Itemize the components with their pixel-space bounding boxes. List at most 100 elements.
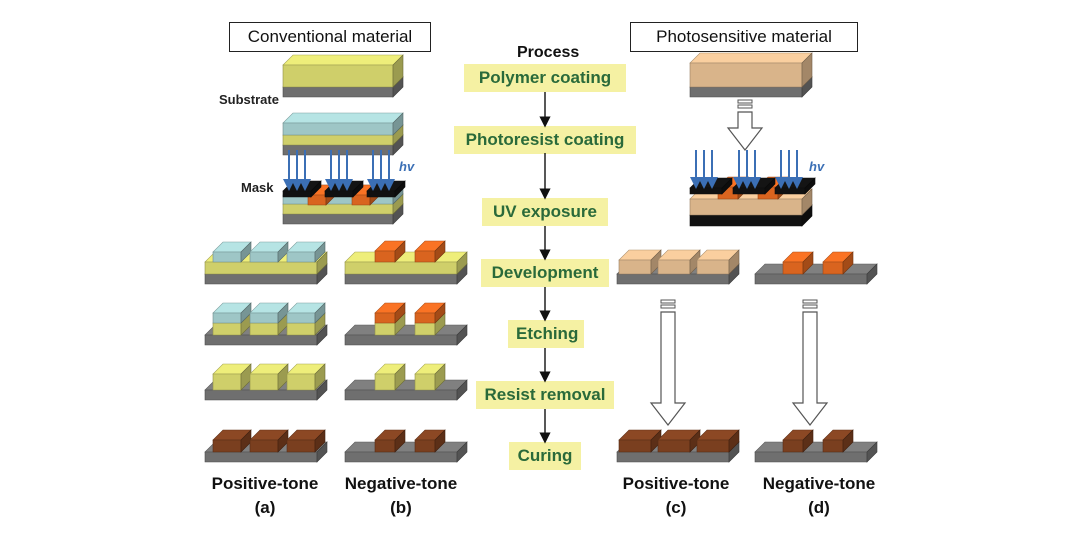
photosensitive-feature [696, 249, 740, 275]
block-side-face [394, 240, 406, 263]
block-front-face [286, 373, 316, 391]
block-top-face [344, 379, 468, 391]
step-curing: Curing [509, 442, 581, 470]
block-front-face [282, 203, 394, 215]
block-side-face [802, 251, 814, 275]
cured-feature [657, 429, 701, 453]
block-front-face [732, 187, 766, 195]
block-front-face [286, 322, 316, 336]
arrow-tail-dash [802, 299, 818, 304]
block-front-face [282, 213, 394, 225]
ps-substrate-stack [689, 52, 813, 98]
block-side-face [392, 54, 404, 88]
block-front-face [212, 322, 242, 336]
mask-label: Mask [241, 180, 274, 195]
c-hollow-arrow [649, 299, 687, 426]
polymer-feature [374, 363, 406, 391]
block-side-face [314, 429, 326, 453]
block-front-face [204, 451, 318, 463]
block-side-face [434, 363, 446, 391]
cured-feature [782, 429, 814, 453]
block-side-face [842, 429, 854, 453]
block-side-face [866, 263, 878, 285]
step-uv-exposure: UV exposure [482, 198, 608, 226]
block-top-face [754, 263, 878, 275]
polymer-feature [212, 363, 252, 391]
block-front-face [249, 322, 279, 336]
block-front-face [282, 134, 394, 146]
block-front-face [286, 439, 316, 453]
arrow-tail-dash [660, 304, 676, 309]
caption-d-letter: (d) [808, 498, 830, 517]
block-front-face [282, 86, 394, 98]
substrate-layer [344, 324, 468, 346]
substrate-layer [754, 263, 878, 285]
block-front-face [212, 439, 242, 453]
block-side-face [801, 52, 813, 88]
block-front-face [324, 190, 354, 198]
hollow-arrow-body [726, 111, 764, 151]
block-front-face [204, 261, 318, 275]
block-side-face [728, 429, 740, 453]
block-front-face [282, 190, 312, 198]
block-side-face [392, 112, 404, 136]
exposed-feature [414, 302, 446, 324]
caption-b-tone: Negative-tone [344, 474, 458, 493]
block-top-face [344, 441, 468, 453]
step-photoresist-coating: Photoresist coating [454, 126, 636, 154]
photosensitive-material-header: Photosensitive material [630, 22, 858, 52]
block-top-face [344, 324, 468, 336]
block-side-face [801, 188, 813, 216]
block-front-face [249, 312, 279, 324]
block-front-face [374, 250, 396, 263]
conventional-material-header: Conventional material [229, 22, 431, 52]
block-front-face [344, 451, 458, 463]
exposed-feature [414, 240, 446, 263]
caption-a-tone: Positive-tone [211, 474, 319, 493]
block-side-face [842, 251, 854, 275]
a-development [204, 241, 328, 285]
exposed-feature [374, 302, 406, 324]
caption-d-tone: Negative-tone [762, 474, 876, 493]
photosensitive-layer [689, 52, 813, 88]
block-side-face [394, 363, 406, 391]
block-top-face [282, 54, 404, 66]
d-development [754, 251, 878, 285]
cured-feature [822, 429, 854, 453]
block-front-face [782, 261, 804, 275]
cured-feature [374, 429, 406, 453]
block-front-face [754, 451, 868, 463]
exposed-feature [374, 240, 406, 263]
ps-exposure-stack [689, 188, 813, 227]
block-top-face [344, 251, 468, 263]
block-side-face [394, 302, 406, 324]
block-front-face [618, 259, 652, 275]
step-resist-removal: Resist removal [476, 381, 614, 409]
cured-feature [414, 429, 446, 453]
hollow-arrow-body [649, 311, 687, 426]
block-front-face [616, 273, 730, 285]
block-side-face [316, 379, 328, 401]
block-front-face [249, 439, 279, 453]
b-development [344, 240, 468, 285]
block-side-face [314, 363, 326, 391]
block-front-face [657, 259, 691, 275]
block-side-face [456, 441, 468, 463]
arrow-tail-dash [737, 99, 753, 104]
block-front-face [414, 373, 436, 391]
process-title: Process [517, 44, 580, 61]
photoresist-feature [212, 302, 252, 324]
caption-a-letter: (a) [254, 498, 276, 517]
exposed-feature [782, 251, 814, 275]
block-side-face [352, 180, 364, 198]
block-top-face [689, 52, 813, 64]
block-side-face [456, 379, 468, 401]
conv-substrate-stack [282, 54, 404, 98]
block-front-face [782, 439, 804, 453]
block-side-face [804, 177, 816, 195]
a-curing [204, 429, 328, 463]
d-hollow-arrow [791, 299, 829, 426]
hv-label-left: hv [399, 159, 415, 174]
block-front-face [754, 273, 868, 285]
